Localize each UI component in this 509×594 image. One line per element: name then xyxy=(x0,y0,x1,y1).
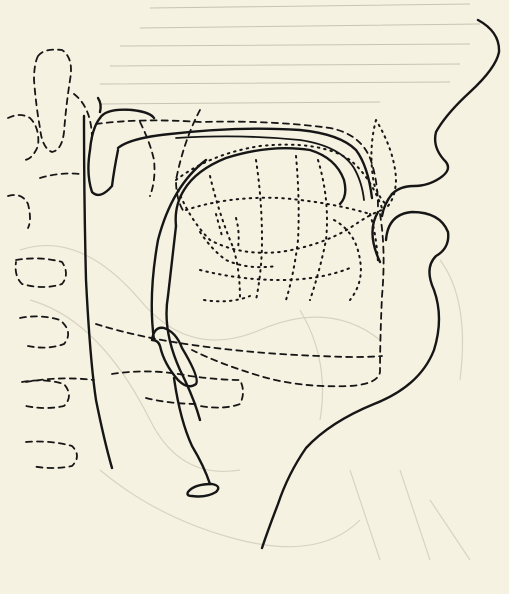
lower-incisor xyxy=(372,212,380,262)
vertebrae-dashed xyxy=(8,50,155,468)
lower-lip-chin xyxy=(262,212,448,548)
tongue-solid xyxy=(167,148,346,420)
face-profile xyxy=(382,20,499,216)
bleed-through-text xyxy=(100,4,480,104)
tongue-dashed-outline xyxy=(96,110,384,386)
pharyngeal-wall xyxy=(84,98,112,468)
nasal-pharynx-solid xyxy=(88,110,154,195)
tongue-root xyxy=(152,160,206,340)
larynx-tube xyxy=(174,378,218,497)
